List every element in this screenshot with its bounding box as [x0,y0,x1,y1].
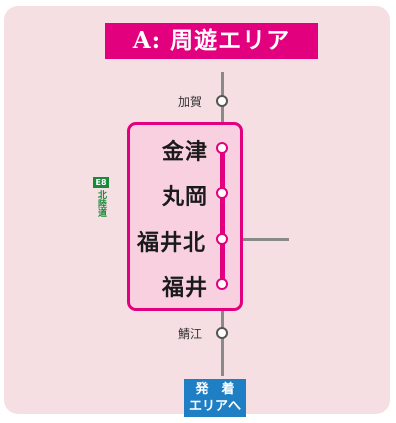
destination-sign[interactable]: 発 着 エリアへ [184,379,246,417]
station-label-sabae: 鯖江 [178,327,203,341]
highway-name: 北陸道 [96,190,106,217]
destination-line-2: エリアへ [188,399,241,414]
station-marker-fukui-kita[interactable] [216,233,228,245]
station-marker-kaga[interactable] [216,95,228,107]
highlighted-route [220,146,225,286]
station-marker-sabae[interactable] [216,327,228,339]
branch-line [222,238,289,241]
station-label-fukui-kita: 福井北 [137,230,207,256]
highway-marker: E8 北陸道 [93,177,109,217]
highway-number-badge: E8 [93,177,109,188]
station-label-fukui: 福井 [162,275,209,301]
station-marker-maruoka[interactable] [216,187,228,199]
area-title: A: 周遊エリア [105,23,318,59]
station-label-kaga: 加賀 [178,95,203,109]
station-marker-fukui[interactable] [216,278,228,290]
station-label-kanazu: 金津 [162,139,209,165]
station-label-maruoka: 丸岡 [162,184,209,210]
destination-line-1: 発 着 [195,382,235,397]
station-marker-kanazu[interactable] [216,142,228,154]
